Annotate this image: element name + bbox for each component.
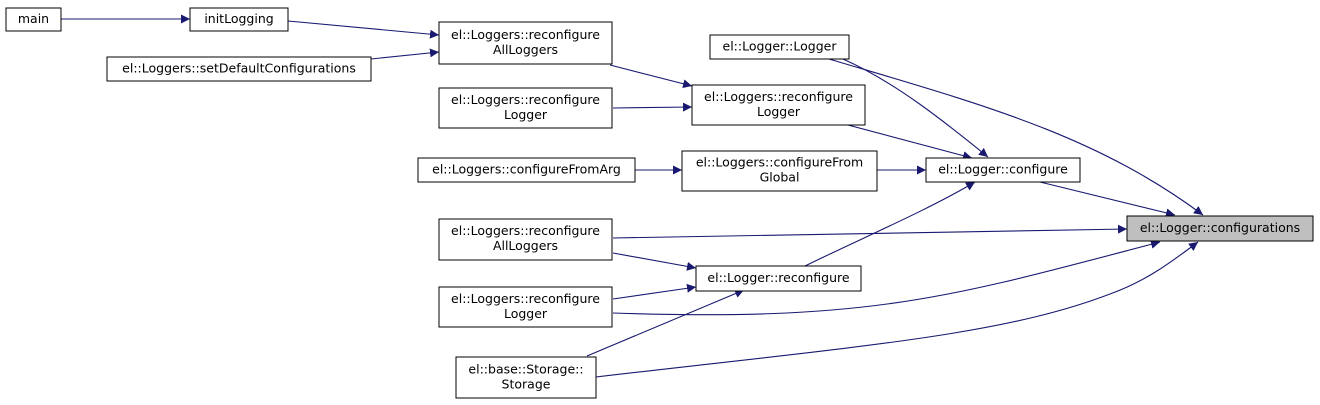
- node-setdefaultconfigurations[interactable]: el::Loggers::setDefaultConfigurations: [106, 56, 372, 82]
- edge-storage-to-configurations: [595, 241, 1199, 378]
- node-reconfigure-logger-bottom[interactable]: el::Loggers::reconfigure Logger: [438, 286, 613, 328]
- edge-setdefaultconfigurations-to-reconfigure-allloggers: [370, 48, 440, 60]
- node-initlogging[interactable]: initLogging: [189, 7, 289, 32]
- node-initlogging-label: initLogging: [204, 11, 273, 26]
- node-logger-configure-label: el::Logger::configure: [938, 162, 1068, 177]
- node-reconfigure-logger-mid-line2: Logger: [757, 104, 801, 119]
- edge-logger-ctor-to-configurations: [828, 58, 1204, 216]
- edge-reconfigure-logger-to-logger-reconfigure: [612, 283, 697, 300]
- node-logger-reconfigure[interactable]: el::Logger::reconfigure: [695, 265, 862, 292]
- node-configurefromglobal-line2: Global: [760, 170, 800, 185]
- node-logger-configurations[interactable]: el::Logger::configurations: [1126, 215, 1314, 242]
- edge-reconfigure-allloggers-to-configurations: [612, 224, 1128, 239]
- node-reconfigure-logger-left[interactable]: el::Loggers::reconfigure Logger: [438, 87, 613, 129]
- nodes-layer: main initLogging el::Loggers::reconfigur…: [5, 7, 1314, 399]
- node-reconfigure-logger-left-line1: el::Loggers::reconfigure: [451, 92, 600, 107]
- node-reconfigure-logger-bottom-line2: Logger: [504, 306, 548, 321]
- edge-logger-reconfigure-to-logger-configure: [804, 181, 976, 267]
- node-logger-reconfigure-label: el::Logger::reconfigure: [707, 270, 849, 285]
- node-reconfigure-logger-mid[interactable]: el::Loggers::reconfigure Logger: [691, 84, 866, 126]
- node-reconfigure-allloggers-top-line2: AllLoggers: [493, 42, 558, 57]
- edge-storage-to-logger-reconfigure: [586, 289, 745, 357]
- node-reconfigure-allloggers-bottom-line1: el::Loggers::reconfigure: [451, 223, 600, 238]
- node-reconfigure-logger-bottom-line1: el::Loggers::reconfigure: [451, 291, 600, 306]
- edge-reconfigure-allloggers-to-reconfigure-logger: [609, 64, 693, 89]
- node-reconfigure-allloggers-top-line1: el::Loggers::reconfigure: [451, 27, 600, 42]
- node-reconfigure-allloggers-bottom[interactable]: el::Loggers::reconfigure AllLoggers: [438, 218, 613, 261]
- node-configurefromarg-label: el::Loggers::configureFromArg: [432, 162, 621, 177]
- node-setdefaultconfigurations-label: el::Loggers::setDefaultConfigurations: [122, 61, 356, 76]
- edge-reconfigure-logger-to-reconfigure-logger: [612, 102, 693, 112]
- node-main-label: main: [18, 11, 49, 26]
- node-logger-configure[interactable]: el::Logger::configure: [925, 157, 1081, 183]
- edge-logger-ctor-to-logger-configure: [842, 58, 989, 158]
- node-configurefromglobal-line1: el::Loggers::configureFrom: [696, 155, 863, 170]
- node-logger-ctor[interactable]: el::Logger::Logger: [709, 34, 850, 60]
- edge-reconfigure-logger-to-logger-configure: [847, 124, 973, 161]
- node-base-storage-line1: el::base::Storage::: [468, 362, 583, 377]
- node-reconfigure-logger-mid-line1: el::Loggers::reconfigure: [704, 89, 853, 104]
- edge-reconfigure-allloggers-to-logger-reconfigure: [612, 252, 697, 271]
- node-reconfigure-allloggers-top[interactable]: el::Loggers::reconfigure AllLoggers: [438, 21, 613, 65]
- edge-initlogging-to-reconfigure-allloggers: [287, 20, 440, 39]
- edge-reconfigure-logger-to-configurations: [612, 239, 1161, 316]
- node-reconfigure-logger-left-line2: Logger: [504, 107, 548, 122]
- node-logger-configurations-label: el::Logger::configurations: [1140, 220, 1300, 235]
- node-logger-ctor-label: el::Logger::Logger: [723, 39, 838, 54]
- node-reconfigure-allloggers-bottom-line2: AllLoggers: [493, 238, 558, 253]
- edges-layer: [61, 14, 1204, 378]
- node-configurefromglobal[interactable]: el::Loggers::configureFrom Global: [681, 150, 878, 192]
- node-base-storage-line2: Storage: [502, 377, 551, 392]
- node-configurefromarg[interactable]: el::Loggers::configureFromArg: [417, 157, 636, 183]
- edge-logger-configure-to-configurations: [1039, 181, 1176, 218]
- node-base-storage[interactable]: el::base::Storage:: Storage: [455, 356, 597, 399]
- node-main[interactable]: main: [5, 7, 62, 32]
